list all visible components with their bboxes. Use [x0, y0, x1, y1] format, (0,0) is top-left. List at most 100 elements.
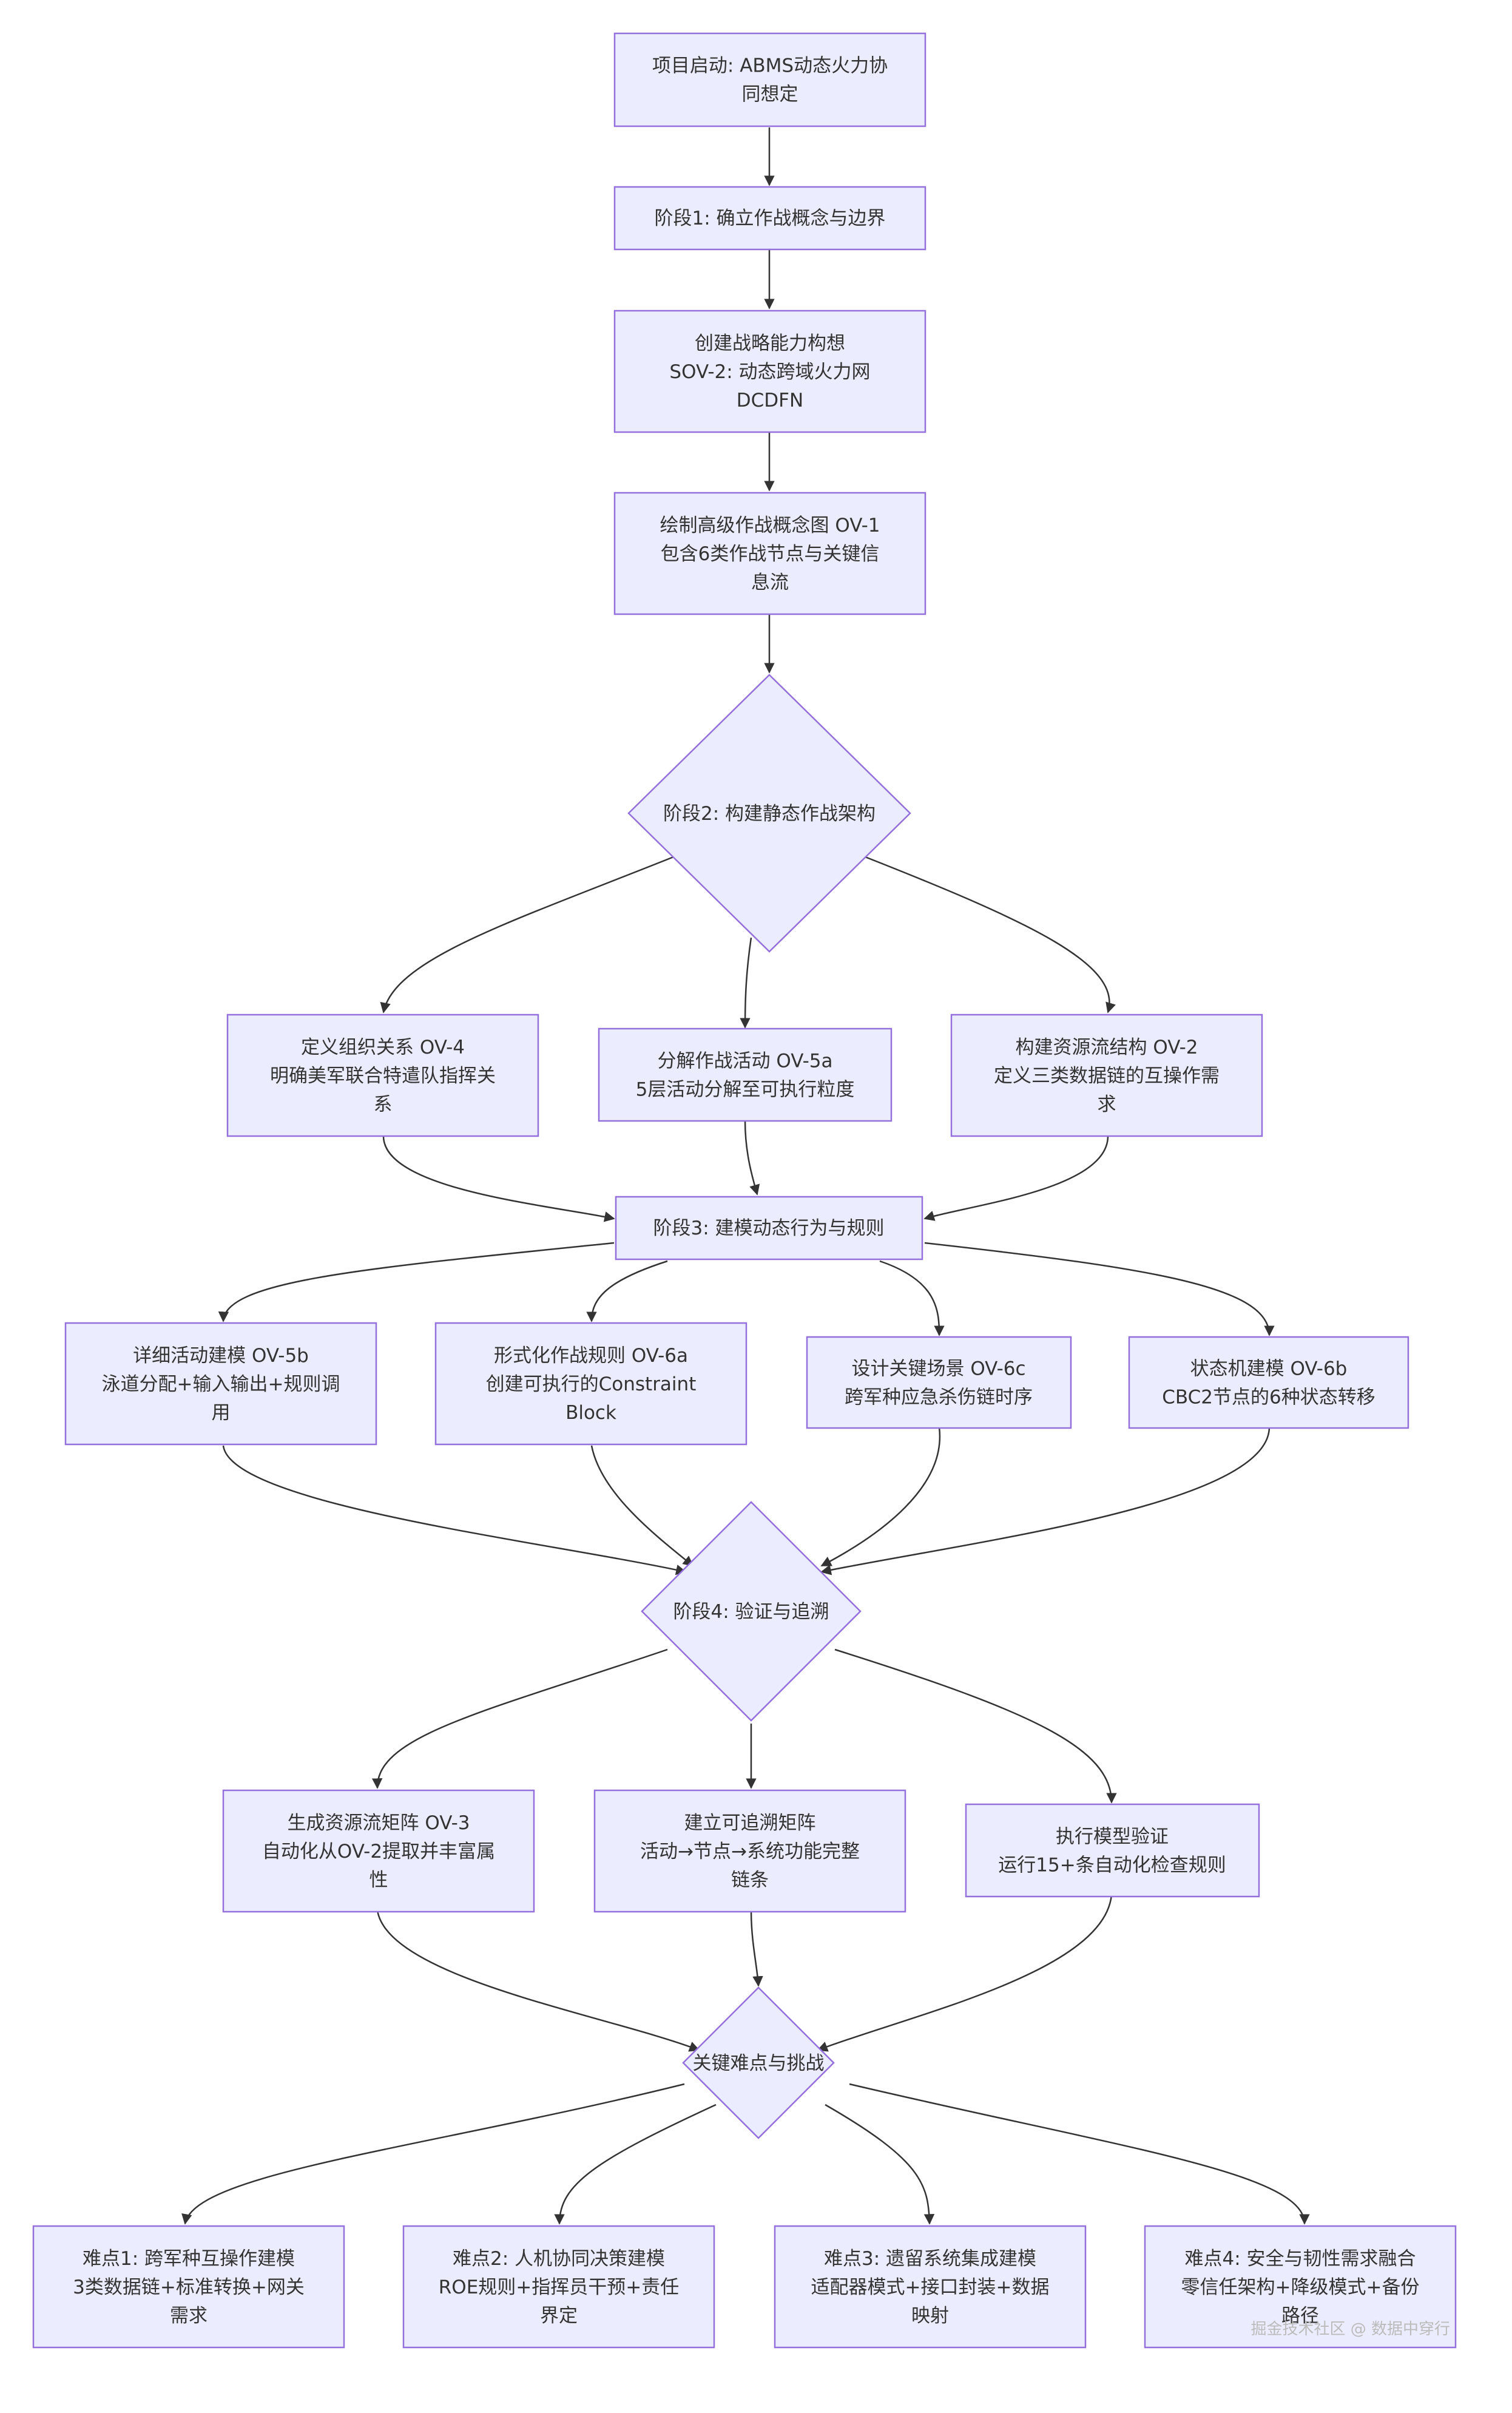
ov5b-label-line-1: 详细活动建模 OV-5b [133, 1345, 309, 1367]
ov4-label-line-3: 系 [374, 1094, 393, 1115]
ov6c-label-line-1: 设计关键场景 OV-6c [851, 1358, 1025, 1380]
node-start[interactable]: 项目启动: ABMS动态火力协同想定 [613, 32, 926, 127]
node-d2-label: 难点2: 人机协同决策建模 ROE规则+指挥员干预+责任界定 [439, 2248, 679, 2327]
edge-ov6a-phase4 [590, 1445, 694, 1567]
capability-label-line-2: SOV-2: 动态跨域火力网 [669, 361, 870, 383]
trace-label-line-3: 链条 [731, 1869, 769, 1891]
node-verify-label: 执行模型验证运行15+条自动化检查规则 [998, 1826, 1226, 1877]
edge-ov2-phase3 [923, 1135, 1109, 1221]
node-phase3[interactable]: 阶段3: 建模动态行为与规则 [615, 1196, 923, 1261]
node-trace[interactable]: 建立可追溯矩阵活动→节点→系统功能完整链条 [593, 1789, 906, 1913]
ov3-label-line-1: 生成资源流矩阵 OV-3 [287, 1812, 470, 1834]
ov2-label-line-2: 定义三类数据链的互操作需 [994, 1065, 1220, 1087]
capability-label-line-1: 创建战略能力构想 [695, 333, 845, 354]
phase4-label-line-1: 阶段4: 验证与追溯 [673, 1601, 829, 1623]
ov2-label-line-3: 求 [1098, 1094, 1116, 1115]
d2-label-line-3: 界定 [540, 2305, 578, 2327]
node-d3[interactable]: 难点3: 遗留系统集成建模适配器模式+接口封装+数据映射 [774, 2225, 1087, 2349]
d1-label-line-3: 需求 [170, 2305, 208, 2327]
ov5b-label-line-2: 泳道分配+输入输出+规则调 [102, 1373, 340, 1395]
edge-phase3-ov5b [218, 1242, 615, 1322]
edge-ov4-phase3 [382, 1135, 615, 1222]
edge-phase4-ov3 [371, 1648, 668, 1789]
node-ov5b-label: 详细活动建模 OV-5b 泳道分配+输入输出+规则调用 [102, 1345, 340, 1424]
node-trace-label: 建立可追溯矩阵活动→节点→系统功能完整链条 [640, 1812, 860, 1891]
d3-label-line-1: 难点3: 遗留系统集成建模 [824, 2248, 1036, 2270]
verify-label-line-1: 执行模型验证 [1056, 1826, 1169, 1848]
ov1-label-line-3: 息流 [751, 572, 789, 594]
trace-label-line-1: 建立可追溯矩阵 [684, 1812, 816, 1834]
node-challenges[interactable]: 关键难点与挑战 [682, 1986, 835, 2139]
ov6b-label-line-2: CBC2节点的6种状态转移 [1162, 1387, 1375, 1409]
edge-verify-challenges [817, 1894, 1113, 2052]
ov6a-label-line-1: 形式化作战规则 OV-6a [494, 1345, 688, 1367]
node-ov4[interactable]: 定义组织关系 OV-4 明确美军联合特遣队指挥关系 [226, 1014, 539, 1137]
ov3-label-line-2: 自动化从OV-2提取并丰富属 [262, 1841, 495, 1863]
edge-phase3-ov6c [879, 1260, 945, 1336]
edge-phase3-ov6a [586, 1260, 668, 1322]
node-d3-label: 难点3: 遗留系统集成建模适配器模式+接口封装+数据映射 [811, 2248, 1050, 2327]
watermark: 掘金技术社区 @ 数据中穿行 [1250, 2320, 1450, 2338]
node-phase1[interactable]: 阶段1: 确立作战概念与边界 [613, 186, 926, 251]
phase2-label-line-1: 阶段2: 构建静态作战架构 [663, 803, 876, 825]
edge-phase2-ov2 [865, 856, 1116, 1014]
node-ov6c-label: 设计关键场景 OV-6c 跨军种应急杀伤链时序 [845, 1358, 1033, 1409]
nodes: 项目启动: ABMS动态火力协同想定 阶段1: 确立作战概念与边界 创建战略能力… [32, 32, 1457, 2349]
ov5b-label-line-3: 用 [212, 1402, 231, 1424]
node-phase2-label: 阶段2: 构建静态作战架构 [663, 803, 876, 825]
d2-label-line-2: ROE规则+指挥员干预+责任 [439, 2276, 679, 2298]
d1-label-line-1: 难点1: 跨军种互操作建模 [83, 2248, 295, 2270]
node-d1[interactable]: 难点1: 跨军种互操作建模 3类数据链+标准转换+网关需求 [32, 2225, 345, 2349]
node-ov1-label: 绘制高级作战概念图 OV-1 包含6类作战节点与关键信息流 [660, 515, 880, 594]
edge-challenges-d4 [849, 2083, 1310, 2225]
edge-ov6b-phase4 [820, 1427, 1271, 1575]
ov4-label-line-2: 明确美军联合特遣队指挥关 [270, 1065, 496, 1087]
node-phase2[interactable]: 阶段2: 构建静态作战架构 [627, 674, 911, 953]
node-d4-label: 难点4: 安全与韧性需求融合零信任架构+降级模式+备份路径 [1181, 2248, 1420, 2327]
edge-phase3-ov6b [924, 1242, 1275, 1336]
ov6c-label-line-2: 跨军种应急杀伤链时序 [845, 1387, 1033, 1409]
node-phase4[interactable]: 阶段4: 验证与追溯 [641, 1501, 862, 1722]
node-ov5b[interactable]: 详细活动建模 OV-5b 泳道分配+输入输出+规则调用 [64, 1322, 377, 1446]
d3-label-line-3: 映射 [911, 2305, 949, 2327]
ov1-label-line-2: 包含6类作战节点与关键信 [661, 543, 880, 565]
node-verify[interactable]: 执行模型验证运行15+条自动化检查规则 [965, 1803, 1260, 1898]
start-label-line-2: 同想定 [742, 84, 798, 106]
node-phase1-label: 阶段1: 确立作战概念与边界 [654, 208, 885, 229]
trace-label-line-2: 活动→节点→系统功能完整 [640, 1841, 860, 1863]
d2-label-line-1: 难点2: 人机协同决策建模 [453, 2248, 665, 2270]
edge-ov3-challenges [376, 1910, 700, 2052]
edges [181, 127, 1310, 2225]
node-start-label: 项目启动: ABMS动态火力协同想定 [652, 55, 888, 106]
node-ov4-label: 定义组织关系 OV-4 明确美军联合特遣队指挥关系 [270, 1037, 496, 1115]
ov6b-label-line-1: 状态机建模 OV-6b [1190, 1358, 1348, 1380]
node-ov6c[interactable]: 设计关键场景 OV-6c 跨军种应急杀伤链时序 [806, 1336, 1072, 1429]
node-ov2[interactable]: 构建资源流结构 OV-2 定义三类数据链的互操作需求 [950, 1014, 1263, 1137]
node-d4[interactable]: 难点4: 安全与韧性需求融合零信任架构+降级模式+备份路径 [1144, 2225, 1457, 2349]
edge-phase4-verify [834, 1648, 1117, 1804]
ov2-label-line-1: 构建资源流结构 OV-2 [1015, 1037, 1198, 1058]
d3-label-line-2: 适配器模式+接口封装+数据 [811, 2276, 1050, 2298]
ov4-label-line-1: 定义组织关系 OV-4 [301, 1037, 465, 1058]
d1-label-line-2: 3类数据链+标准转换+网关 [73, 2276, 305, 2298]
edge-challenges-d1 [181, 2083, 685, 2225]
ov6a-label-line-2: 创建可执行的Constraint [486, 1373, 697, 1395]
node-ov1[interactable]: 绘制高级作战概念图 OV-1 包含6类作战节点与关键信息流 [613, 492, 926, 615]
start-label-line-1: 项目启动: ABMS动态火力协 [652, 55, 888, 77]
node-phase4-label: 阶段4: 验证与追溯 [673, 1601, 829, 1623]
ov5a-label-line-1: 分解作战活动 OV-5a [657, 1051, 832, 1072]
ov1-label-line-1: 绘制高级作战概念图 OV-1 [660, 515, 880, 536]
edge-challenges-d3 [825, 2103, 935, 2225]
edge-phase2-ov4 [380, 856, 674, 1014]
node-d2[interactable]: 难点2: 人机协同决策建模 ROE规则+指挥员干预+责任界定 [402, 2225, 715, 2349]
node-phase3-label: 阶段3: 建模动态行为与规则 [653, 1217, 884, 1239]
